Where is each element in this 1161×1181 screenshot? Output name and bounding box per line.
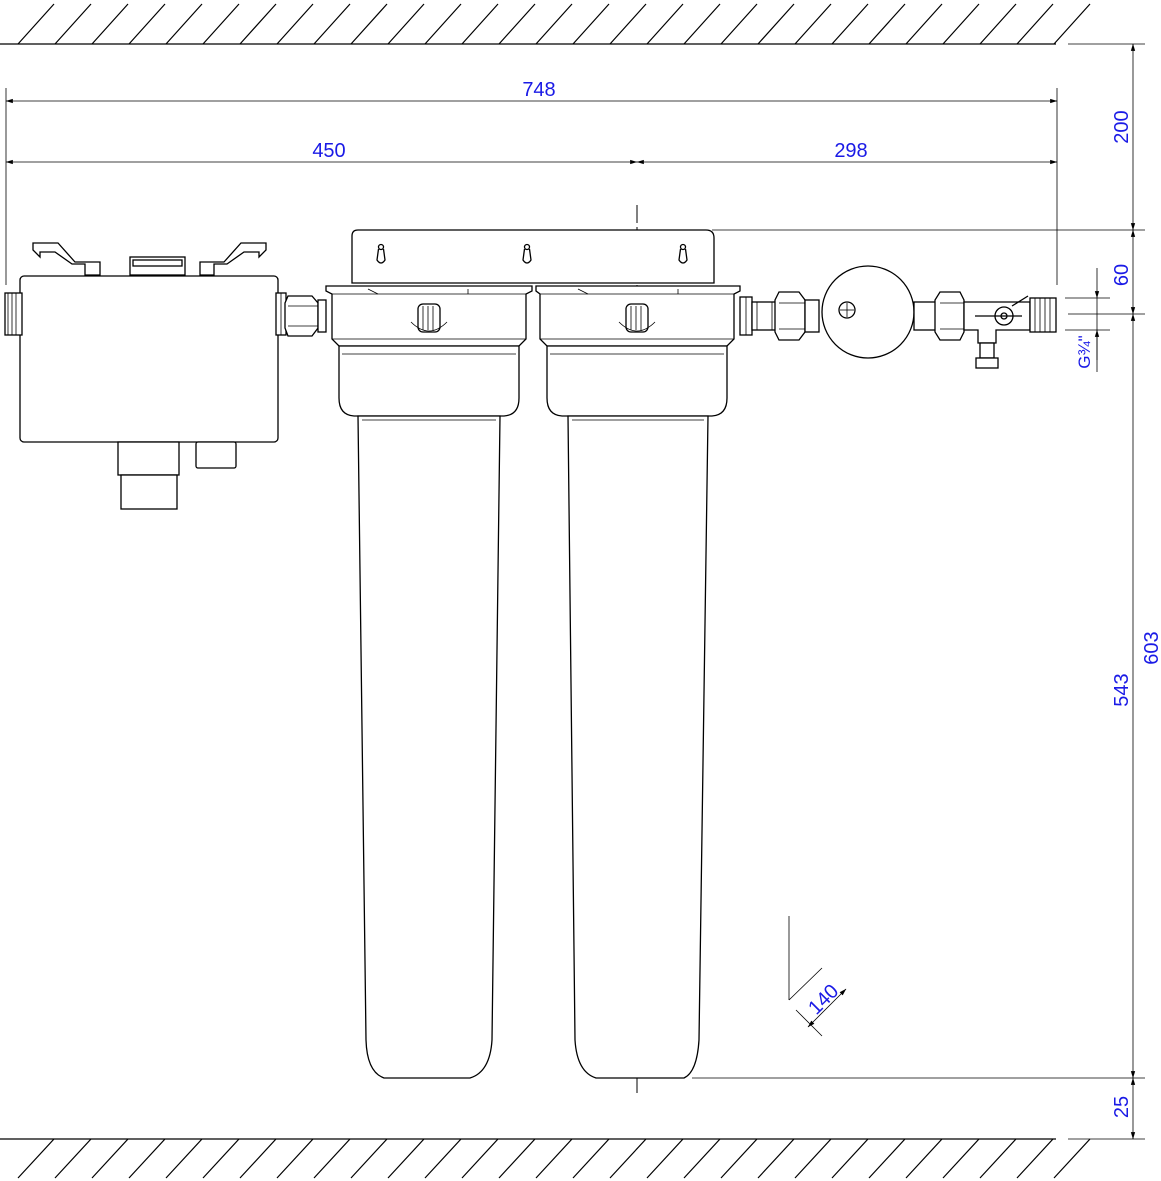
dimension-bracket-height: 60 [1111, 229, 1136, 315]
dimension-top-clearance: 200 [1111, 43, 1136, 231]
ceiling-hatch-line [868, 3, 906, 45]
filter-housing-2 [535, 285, 741, 1079]
floor-hatch-line [91, 1138, 129, 1179]
filter-housing-1 [325, 285, 533, 1079]
floor-hatch-line [609, 1138, 647, 1179]
dimension-bottom-clearance: 25 [1111, 1077, 1136, 1140]
floor-hatch-line [905, 1138, 943, 1179]
dimension-diameter: 140 [788, 916, 847, 1037]
ceiling-hatch-line [757, 3, 795, 45]
floor-hatch-line [350, 1138, 388, 1179]
floor-hatch-line [794, 1138, 832, 1179]
ceiling-hatch-line [905, 3, 943, 45]
ceiling-hatch-line [720, 3, 758, 45]
dim-603-label: 603 [1141, 631, 1161, 664]
dim-140-label: 140 [804, 980, 843, 1019]
dim-543-label: 543 [1111, 673, 1133, 706]
ceiling-hatch-line [979, 3, 1017, 45]
floor-hatch-line [239, 1138, 277, 1179]
dimension-connection: G¾" [1075, 268, 1100, 372]
outlet-assembly [739, 265, 1057, 369]
ceiling-hatch-line [239, 3, 277, 45]
floor-hatch-line [202, 1138, 240, 1179]
dim-200-label: 200 [1111, 110, 1133, 143]
dimension-left-width: 450 [5, 140, 638, 165]
floor-hatch-line [17, 1138, 55, 1179]
floor-hatch-line [165, 1138, 203, 1179]
water-meter [821, 265, 915, 359]
ceiling-hatch-line [128, 3, 166, 45]
floor-hatch-line [313, 1138, 351, 1179]
floor-hatch-line [868, 1138, 906, 1179]
ceiling-hatch-line [424, 3, 462, 45]
floor-hatch-line [54, 1138, 92, 1179]
extension-lines [5, 43, 1145, 1140]
ceiling-hatch-line [1016, 3, 1054, 45]
floor-hatch-line [720, 1138, 758, 1179]
dimension-filter-height: 543 [1111, 313, 1136, 1079]
ceiling-hatch-line [91, 3, 129, 45]
ceiling-hatch-line [313, 3, 351, 45]
ceiling-hatch-line [942, 3, 980, 45]
floor-hatch-line [535, 1138, 573, 1179]
floor-hatch-line [683, 1138, 721, 1179]
ceiling-hatch-line [609, 3, 647, 45]
floor-hatch-line [942, 1138, 980, 1179]
dimension-total-height: 603 [1141, 631, 1161, 664]
floor-hatch-line [128, 1138, 166, 1179]
ceiling-hatch-line [535, 3, 573, 45]
keyhole-left [376, 243, 386, 264]
wall-bracket [351, 229, 715, 284]
ceiling-hatch-line [202, 3, 240, 45]
floor-hatch-line [572, 1138, 610, 1179]
dim-298-label: 298 [834, 140, 867, 162]
dim-g34-label: G¾" [1075, 335, 1094, 368]
floor-hatch-line [646, 1138, 684, 1179]
ceiling-hatch-line [572, 3, 610, 45]
dim-748-label: 748 [522, 79, 555, 101]
ceiling-hatch-line [1053, 3, 1091, 45]
floor [0, 1138, 1091, 1179]
ball-valve [963, 295, 1031, 369]
ceiling-hatch-line [683, 3, 721, 45]
ceiling-hatch-line [276, 3, 314, 45]
floor-hatch-line [461, 1138, 499, 1179]
dimension-overall-width: 748 [5, 79, 1058, 104]
ceiling-hatch-line [387, 3, 425, 45]
ceiling [0, 3, 1091, 45]
ceiling-hatch-line [498, 3, 536, 45]
floor-hatch-line [1016, 1138, 1054, 1179]
ceiling-hatch-line [461, 3, 499, 45]
floor-hatch-line [1053, 1138, 1091, 1179]
dim-450-label: 450 [312, 140, 345, 162]
floor-hatch-line [831, 1138, 869, 1179]
keyhole-right [678, 243, 688, 264]
inlet-connector [284, 295, 327, 337]
keyhole-middle [522, 243, 532, 264]
ceiling-hatch-line [54, 3, 92, 45]
ceiling-hatch-line [831, 3, 869, 45]
floor-hatch-line [979, 1138, 1017, 1179]
ceiling-hatch-line [165, 3, 203, 45]
floor-hatch-line [498, 1138, 536, 1179]
floor-hatch-line [276, 1138, 314, 1179]
floor-hatch-line [424, 1138, 462, 1179]
ceiling-hatch-line [646, 3, 684, 45]
ceiling-hatch-line [17, 3, 55, 45]
floor-hatch-line [387, 1138, 425, 1179]
floor-hatch-line [757, 1138, 795, 1179]
ceiling-hatch-line [794, 3, 832, 45]
control-unit [4, 242, 287, 510]
dim-60-label: 60 [1111, 264, 1133, 286]
dimension-right-width: 298 [636, 140, 1058, 165]
dim-25-label: 25 [1111, 1096, 1133, 1118]
ceiling-hatch-line [350, 3, 388, 45]
